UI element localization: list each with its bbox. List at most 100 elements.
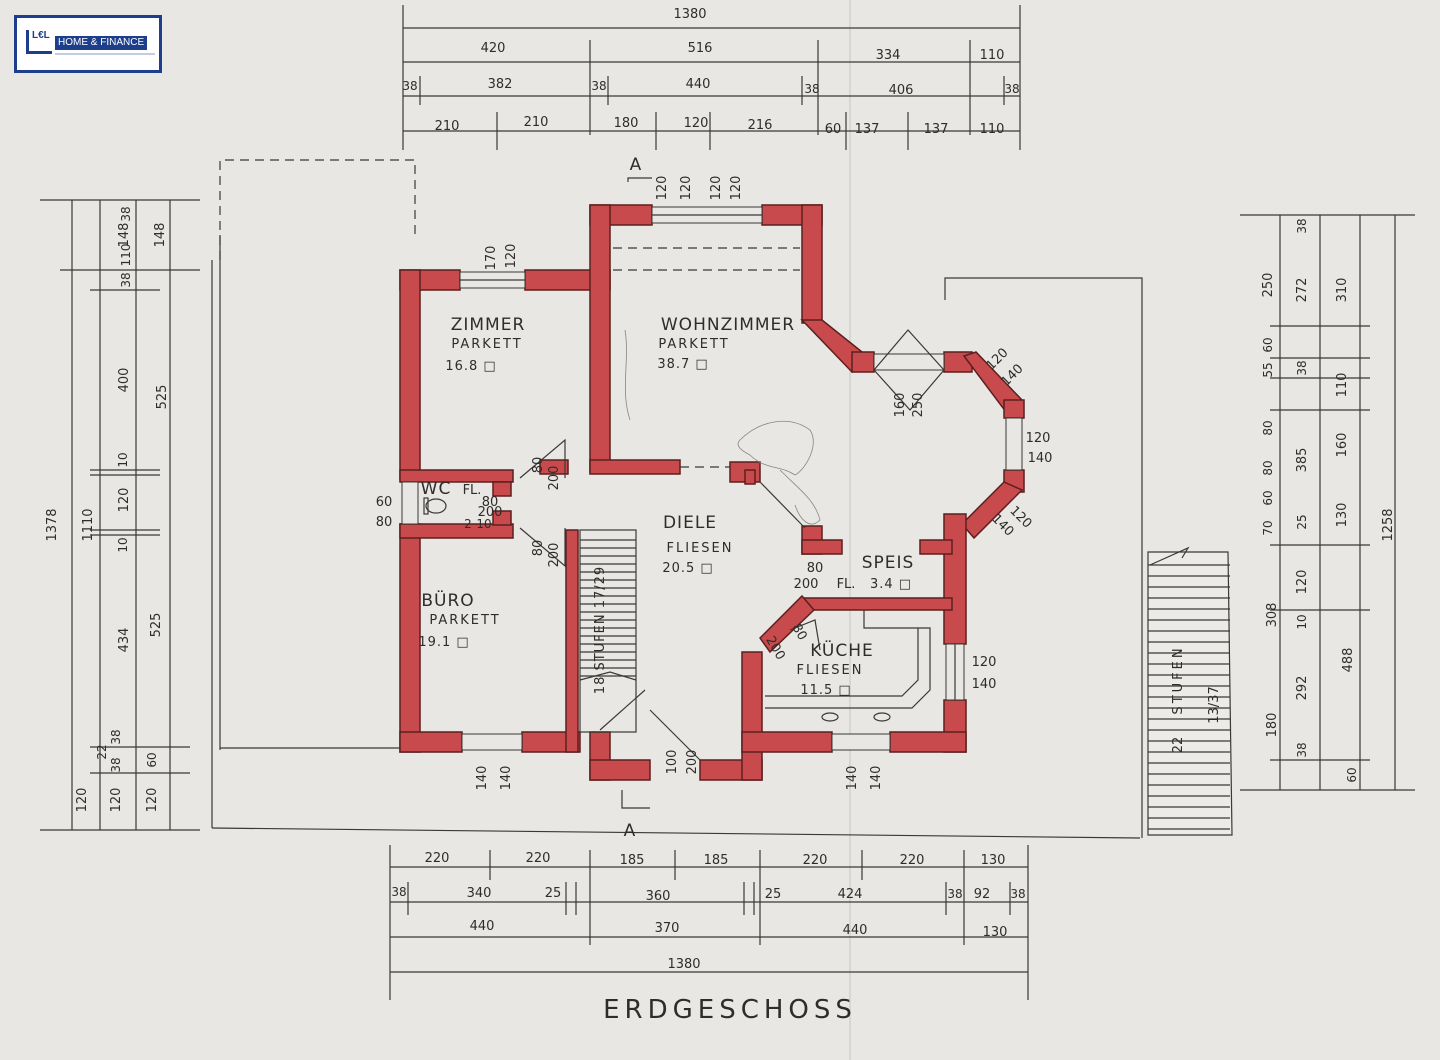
lbl-wc-win-1: 80 <box>376 515 393 530</box>
room-zimmer-name: ZIMMER <box>451 315 526 335</box>
dim-left-c3-3: 38 <box>109 729 123 744</box>
dim-right-c1-4: 80 <box>1261 460 1275 475</box>
dim-left-c2-1: 400 <box>117 368 132 393</box>
dim-right-c2-6: 10 <box>1295 614 1309 629</box>
dim-top-r1-0: 420 <box>481 41 506 56</box>
dim-top-r2-0: 38 <box>402 79 417 93</box>
room-labels: ZIMMER PARKETT 16.8 □ WOHNZIMMER PARKETT… <box>418 315 913 698</box>
lbl-diele-door-3: 200 <box>547 543 562 568</box>
dim-right-c3-0: 310 <box>1335 278 1350 303</box>
dim-top-total: 1380 <box>673 7 706 22</box>
dim-left-c4-3: 120 <box>145 788 160 813</box>
lbl-speis-door-0: 80 <box>807 561 824 576</box>
lbl-terrace-0: 160 <box>893 393 908 418</box>
lbl-terrace-1: 250 <box>911 393 926 418</box>
dim-top-r3-0: 210 <box>435 119 460 134</box>
lbl-kueche-bot-0: 140 <box>845 766 860 791</box>
dim-right-c1-2: 55 <box>1261 362 1275 377</box>
dim-left-c2-3: 120 <box>117 488 132 513</box>
dim-top-r1-3: 110 <box>980 48 1005 63</box>
dim-left-c3-5: 60 <box>145 752 159 767</box>
lbl-kueche-win-0: 120 <box>972 655 997 670</box>
dim-top-r2-6: 38 <box>1004 82 1019 96</box>
dim-left-c2-7: 120 <box>109 788 124 813</box>
dim-right-c1-1: 60 <box>1261 337 1275 352</box>
dim-right-c2-8: 38 <box>1295 742 1309 757</box>
dim-top-r3-1: 210 <box>524 115 549 130</box>
dim-bot-r3-1: 370 <box>655 921 680 936</box>
lbl-buero-win-1: 140 <box>499 766 514 791</box>
stair-outer-label: STUFEN <box>1171 645 1186 714</box>
dim-bot-r1-1: 220 <box>526 851 551 866</box>
dim-bot-r2-6: 38 <box>947 887 962 901</box>
room-diele-floor: FLIESEN <box>667 541 734 556</box>
dim-top-r2-2: 38 <box>591 79 606 93</box>
room-wohnzimmer-area: 38.7 □ <box>657 357 708 372</box>
dim-bot-r3-2: 440 <box>843 923 868 938</box>
dim-bot-r1-0: 220 <box>425 851 450 866</box>
dim-bot-r3-0: 440 <box>470 919 495 934</box>
lbl-diele-door-2: 80 <box>531 540 546 557</box>
dim-bot-r2-7: 92 <box>974 887 991 902</box>
room-buero-area: 19.1 □ <box>418 635 469 650</box>
lbl-wohn-win-3: 120 <box>729 176 744 201</box>
dim-top-r3-5: 60 <box>825 122 842 137</box>
dim-top-r3-7: 137 <box>924 122 949 137</box>
dim-left-c2-0: 148 <box>117 223 132 248</box>
room-kueche-floor: FLIESEN <box>797 663 864 678</box>
section-marker-top: A <box>630 155 643 175</box>
lbl-zimmer-win-1: 120 <box>504 244 519 269</box>
dim-right-c3-1: 110 <box>1335 373 1350 398</box>
dim-bot-r2-3: 360 <box>646 889 671 904</box>
dim-bot-r1-4: 220 <box>803 853 828 868</box>
room-speis-floor: FL. <box>837 577 856 592</box>
dim-right-c1-6: 70 <box>1261 520 1275 535</box>
dim-bot-total: 1380 <box>667 957 700 972</box>
dim-right-c3-4: 488 <box>1341 648 1356 673</box>
dimensions-bottom: 220 220 185 185 220 220 130 38 340 25 36… <box>389 845 1029 1000</box>
dim-left-c3-2: 38 <box>119 272 133 287</box>
dim-right-c1-3: 80 <box>1261 420 1275 435</box>
dim-bot-r3-3: 130 <box>983 925 1008 940</box>
dimensions-right: 1258 250 60 55 80 80 60 70 308 180 38 27… <box>1240 214 1415 791</box>
logo-text: HOME & FINANCE <box>55 36 148 50</box>
dim-bot-r2-1: 340 <box>467 886 492 901</box>
dim-left-c2-5: 434 <box>117 628 132 653</box>
lbl-bay-3: 140 <box>1028 451 1053 466</box>
plan-title: ERDGESCHOSS <box>603 995 857 1025</box>
dim-top-r2-4: 38 <box>804 82 819 96</box>
dim-bot-r1-5: 220 <box>900 853 925 868</box>
dim-right-c2-9: 60 <box>1345 767 1359 782</box>
lbl-diele-door-1: 200 <box>547 466 562 491</box>
lbl-wc-door2-1: 10 <box>476 517 491 531</box>
dim-left-c1-1: 120 <box>75 788 90 813</box>
dim-right-c2-7: 292 <box>1295 676 1310 701</box>
lbl-diele-door-0: 80 <box>531 457 546 474</box>
dim-bot-r2-5: 424 <box>838 887 863 902</box>
walls <box>399 204 1025 781</box>
dim-top-r3-2: 180 <box>614 116 639 131</box>
dim-right-c2-4: 25 <box>1295 514 1309 529</box>
dim-left-c3-0: 38 <box>119 206 133 221</box>
windows <box>401 206 1023 751</box>
dim-left-c4-2: 525 <box>149 613 164 638</box>
room-wohnzimmer-name: WOHNZIMMER <box>661 315 795 335</box>
logo-mark: L€L <box>26 30 52 54</box>
dim-top-r3-4: 216 <box>748 118 773 133</box>
lbl-zimmer-win-0: 170 <box>484 246 499 271</box>
room-wc-name: WC <box>421 479 452 499</box>
room-buero-floor: PARKETT <box>429 613 500 628</box>
lbl-wohn-win-2: 120 <box>709 176 724 201</box>
logo-tagline-bar <box>55 53 155 55</box>
dim-left-total: 1378 <box>45 508 60 541</box>
lbl-kueche-door-0: 80 <box>788 621 809 643</box>
lbl-wohn-win-1: 120 <box>679 176 694 201</box>
dim-bot-r2-2: 25 <box>545 886 562 901</box>
section-markers: A A <box>621 155 652 841</box>
dim-right-c2-1: 272 <box>1295 278 1310 303</box>
dim-right-c1-7: 308 <box>1265 603 1280 628</box>
dim-left-c2-2: 10 <box>116 452 130 467</box>
lbl-bay-2: 120 <box>1026 431 1051 446</box>
dim-right-c1-8: 180 <box>1265 713 1280 738</box>
stair-outer-ratio: 13/37 <box>1207 686 1222 723</box>
